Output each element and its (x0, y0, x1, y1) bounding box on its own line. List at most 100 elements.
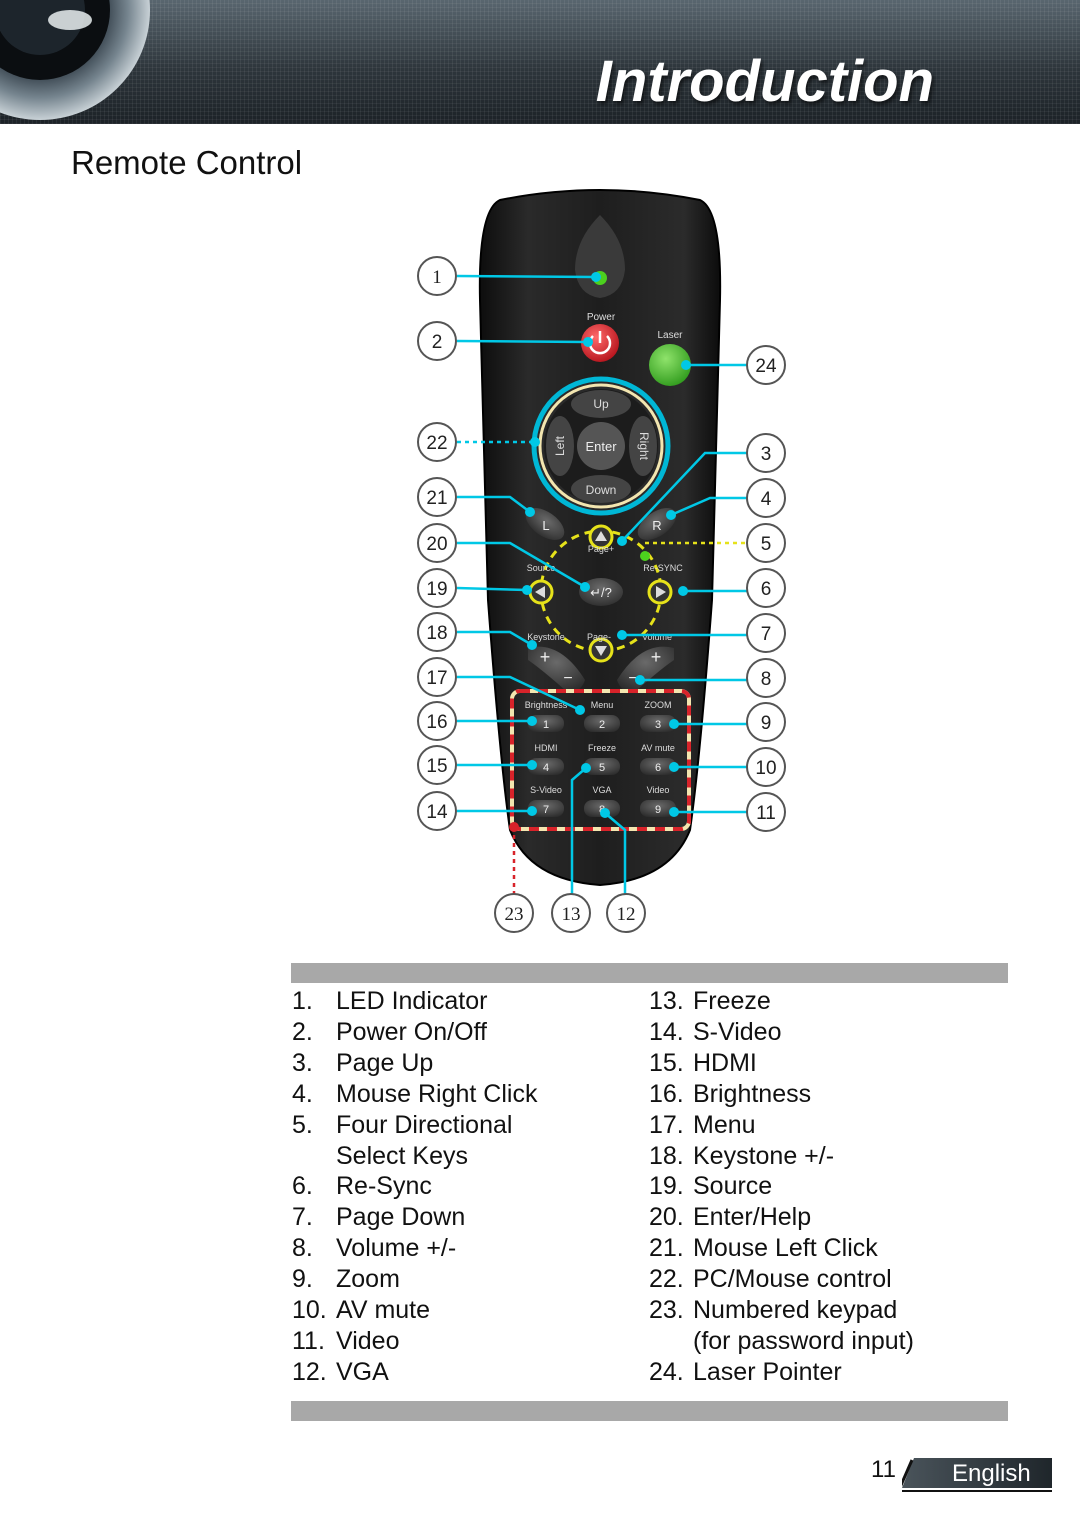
power-label: Power (587, 312, 616, 323)
resync-label: Re-SYNC (643, 563, 683, 573)
legend-text: Select Keys (336, 1141, 469, 1170)
legend-item: 10.AV mute (292, 1295, 430, 1326)
callout-22: 22 (417, 422, 457, 462)
right-label: Right (637, 432, 651, 461)
key-8 (584, 800, 620, 817)
callout-1: 1 (417, 256, 457, 296)
legend-item: 3.Page Up (292, 1048, 433, 1079)
callout-17: 17 (417, 657, 457, 697)
legend-number: 12. (292, 1357, 327, 1386)
keystone-minus: − (563, 670, 572, 687)
legend-item: 22. PC/Mouse control (649, 1264, 892, 1295)
callout-21: 21 (417, 477, 457, 517)
legend-number: 21. (649, 1234, 684, 1263)
legend-text: Volume +/- (336, 1234, 457, 1263)
lens-graphic (0, 0, 150, 120)
legend-number: 24. (649, 1357, 684, 1386)
key-7 (528, 800, 564, 817)
page-header: Introduction (0, 0, 1080, 124)
legend-text: Source (693, 1172, 773, 1201)
legend-item-continuation: (for password input) (649, 1326, 914, 1357)
svg-text:9: 9 (761, 713, 772, 734)
callout-14: 14 (417, 791, 457, 831)
enter-help-label: ↵/? (590, 585, 612, 600)
header-title: Introduction (595, 49, 934, 114)
legend-item: 7.Page Down (292, 1202, 465, 1233)
vga-label: VGA (592, 785, 611, 795)
volume-minus: − (628, 670, 637, 687)
legend-text: Keystone +/- (693, 1141, 835, 1170)
legend-text: Page Up (336, 1048, 434, 1077)
callout-13: 13 (551, 893, 591, 933)
r-label: R (652, 518, 661, 533)
legend-number: 23. (649, 1296, 684, 1325)
key-1-label: 1 (543, 719, 549, 731)
svg-text:6: 6 (761, 579, 772, 600)
callout-18: 18 (417, 612, 457, 652)
legend-item: 12.VGA (292, 1357, 389, 1388)
language-tab (902, 1458, 1052, 1492)
legend-item: 8.Volume +/- (292, 1233, 456, 1264)
svideo-label: S-Video (530, 785, 562, 795)
svg-text:3: 3 (761, 444, 772, 465)
callouts: 1 2 22 21 20 19 18 17 16 15 14 24 3 4 5 … (417, 256, 786, 933)
svg-text:4: 4 (761, 489, 772, 510)
legend-text: PC/Mouse control (693, 1265, 892, 1294)
video-label: Video (647, 785, 670, 795)
section-title: Remote Control (71, 144, 303, 181)
legend-text: Menu (693, 1110, 756, 1139)
leader-lines (456, 274, 747, 896)
svg-text:12: 12 (617, 904, 636, 925)
legend-item: 17.Menu (649, 1110, 756, 1141)
svg-text:17: 17 (426, 668, 447, 689)
legend-item: 15.HDMI (649, 1048, 757, 1079)
legend-text: HDMI (693, 1048, 757, 1077)
legend-number: 6. (292, 1172, 313, 1201)
legend-right-column: 13.Freeze 14.S-Video 15.HDMI 16.Brightne… (649, 986, 914, 1388)
key-2 (584, 715, 620, 732)
callout-12: 12 (606, 893, 646, 933)
key-1 (528, 715, 564, 732)
svg-text:14: 14 (426, 802, 448, 823)
svg-text:18: 18 (426, 623, 447, 644)
enter-help-button (579, 578, 623, 606)
svg-text:22: 22 (426, 433, 447, 454)
legend-text: Freeze (693, 987, 771, 1015)
zoom-label: ZOOM (645, 700, 672, 710)
legend-number: 2. (292, 1017, 313, 1046)
legend-number: 13. (649, 987, 684, 1015)
volume-rocker (617, 646, 674, 692)
svg-text:7: 7 (761, 624, 772, 645)
keystone-label: Keystone (527, 632, 565, 642)
brightness-label: Brightness (525, 700, 568, 710)
legend-number: 18. (649, 1141, 684, 1170)
l-button (525, 508, 565, 540)
page-up-label: Page+ (588, 544, 614, 554)
legend-item: 14.S-Video (649, 1017, 782, 1048)
callout-23: 23 (494, 893, 534, 933)
language-label: English (952, 1460, 1031, 1487)
key-9-label: 9 (655, 804, 661, 816)
legend-text: Brightness (693, 1079, 812, 1108)
legend-text: Video (336, 1326, 400, 1355)
key-6-label: 6 (655, 762, 661, 774)
svg-text:19: 19 (426, 579, 447, 600)
svg-text:8: 8 (761, 669, 772, 690)
key-5 (584, 758, 620, 775)
volume-label: Volume (642, 632, 672, 642)
legend-number: 22. (649, 1265, 684, 1294)
enter-label: Enter (585, 439, 617, 454)
legend-text: Mouse Left Click (693, 1234, 878, 1263)
remote-control-diagram: Power Laser Up Down Left Right Enter L R… (417, 189, 786, 933)
legend-top-bar (291, 963, 1008, 983)
legend-text: Page Down (336, 1203, 466, 1232)
key-5-label: 5 (599, 762, 605, 774)
callout-9: 9 (746, 702, 786, 742)
callout-20: 20 (417, 523, 457, 563)
legend-item: 21. Mouse Left Click (649, 1233, 878, 1264)
legend-text: Numbered keypad (693, 1296, 898, 1325)
leader-dots (522, 272, 691, 818)
dpad-right (629, 416, 657, 476)
legend-number: 4. (292, 1079, 313, 1108)
legend-text: AV mute (336, 1296, 431, 1325)
